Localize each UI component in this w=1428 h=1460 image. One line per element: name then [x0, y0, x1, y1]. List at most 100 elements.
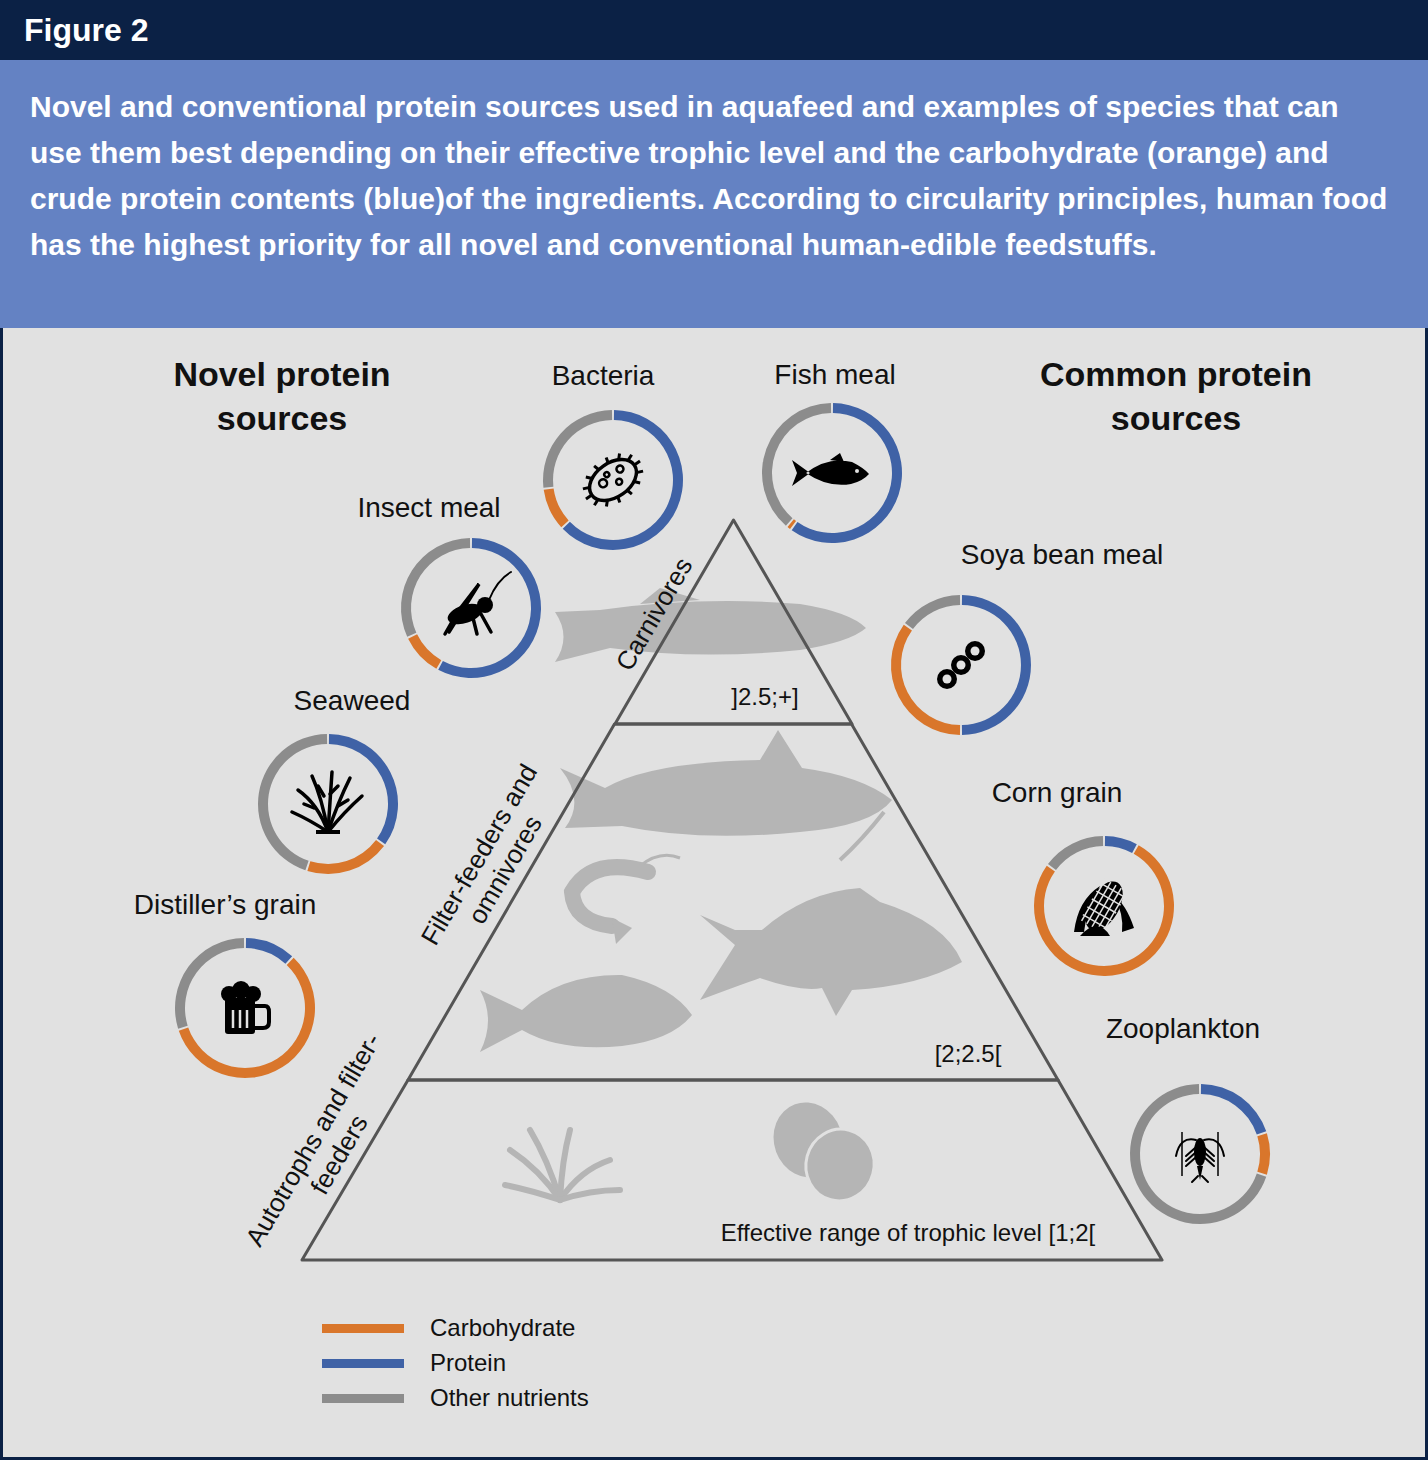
- drawing-part: [560, 1190, 620, 1200]
- donut-ring: [1034, 836, 1174, 976]
- drawing-part: [255, 1006, 269, 1028]
- drawing-part: [971, 647, 980, 656]
- trophic-tier: Filter-feeders and omnivores[2;2.5[: [408, 724, 1058, 1080]
- column-heading: Novel protein sources: [132, 352, 432, 440]
- nutrient-donut: Zooplankton: [1130, 1084, 1270, 1224]
- drawing-part: [603, 471, 610, 478]
- legend-swatch: [322, 1394, 404, 1403]
- nutrient-donut: Distiller’s grain: [175, 938, 315, 1078]
- tier-name: Autotrophs and filter-feeders: [235, 1020, 418, 1275]
- nutrient-donut: Soya bean meal: [891, 595, 1031, 735]
- drawing-part: [1192, 1176, 1198, 1182]
- ingredient-label: Bacteria: [552, 360, 655, 392]
- ingredient-label: Insect meal: [357, 492, 500, 524]
- fish-icon: [792, 453, 869, 486]
- donut-segment: [329, 734, 398, 844]
- nutrient-donut: Bacteria: [543, 410, 683, 550]
- donut-segment: [1130, 1084, 1266, 1224]
- tilapia: [480, 975, 692, 1052]
- drawing-part: [292, 812, 328, 832]
- drawing-part: [957, 661, 966, 670]
- donut-segment: [905, 595, 960, 629]
- drawing-part: [1182, 1132, 1218, 1176]
- donut-chart: [891, 595, 1031, 735]
- drawing-part: [1078, 875, 1131, 937]
- donut-segment: [408, 634, 441, 668]
- donut-chart: [543, 410, 683, 550]
- donut-ring: [1130, 1084, 1270, 1224]
- drawing-part: [338, 800, 348, 806]
- drawing-part: [246, 1010, 249, 1028]
- donut-chart: [258, 734, 398, 874]
- catfish-barbel: [840, 812, 884, 860]
- caption-band: Novel and conventional protein sources u…: [0, 60, 1428, 328]
- drawing-part: [1102, 891, 1126, 933]
- drawing-part: [445, 620, 453, 634]
- donut-segment: [175, 938, 244, 1029]
- drawing-part: [1197, 1166, 1203, 1180]
- ingredient-label: Corn grain: [992, 777, 1123, 809]
- corn-icon: [1074, 875, 1134, 937]
- drawing-part: [943, 675, 952, 684]
- ingredient-label: Fish meal: [774, 359, 895, 391]
- ingredient-label: Seaweed: [294, 685, 411, 717]
- carp: [700, 888, 962, 1016]
- shrimp-tail: [612, 918, 632, 944]
- drawing-part: [855, 469, 859, 473]
- drawing-part: [582, 451, 644, 509]
- donut-chart: [1034, 836, 1174, 976]
- donut-segment: [543, 410, 612, 488]
- drawing-part: [225, 998, 255, 1034]
- drawing-part: [1092, 885, 1116, 927]
- drawing-part: [232, 1010, 235, 1028]
- legend-row: Carbohydrate: [322, 1312, 722, 1344]
- donut-ring: [175, 938, 315, 1078]
- drawing-part: [598, 478, 609, 489]
- carnivore-fish: [555, 588, 866, 662]
- zoo-icon: [1176, 1132, 1224, 1182]
- donut-ring: [401, 538, 541, 678]
- donut-segment: [1048, 836, 1103, 870]
- tier-polygon: [302, 1080, 1162, 1260]
- donut-segment: [1105, 836, 1137, 853]
- nutrient-donut: Corn grain: [1034, 836, 1174, 976]
- drawing-part: [573, 443, 653, 518]
- trophic-tier: Autotrophs and filter-feedersEffective r…: [302, 1080, 1162, 1260]
- donut-segment: [792, 403, 902, 543]
- drawing-part: [481, 614, 491, 632]
- drawing-part: [477, 597, 493, 613]
- drawing-part: [328, 796, 362, 832]
- legend-text: Carbohydrate: [430, 1312, 575, 1344]
- drawing-part: [330, 786, 338, 794]
- donut-ring: [258, 734, 398, 874]
- legend-row: Protein: [322, 1347, 722, 1379]
- nutrient-donut: Seaweed: [258, 734, 398, 874]
- drawing-part: [445, 572, 511, 634]
- nutrient-donut: Fish meal: [762, 403, 902, 543]
- donut-segment: [258, 734, 327, 870]
- legend-swatch: [322, 1324, 404, 1333]
- drawing-part: [1186, 1158, 1195, 1166]
- seaweed-icon: [292, 772, 362, 834]
- seaweed-silhouette: [505, 1130, 620, 1200]
- drawing-part: [615, 478, 623, 486]
- beer-icon: [221, 981, 269, 1034]
- drawing-part: [1205, 1158, 1214, 1166]
- donut-ring: [543, 410, 683, 550]
- donut-segment: [544, 488, 569, 527]
- donut-segment: [1201, 1084, 1266, 1135]
- donut-chart: [762, 403, 902, 543]
- ingredient-label: Zooplankton: [1106, 1013, 1260, 1045]
- legend-text: Protein: [430, 1347, 506, 1379]
- drawing-part: [473, 618, 477, 634]
- drawing-part: [792, 453, 869, 486]
- drawing-part: [328, 778, 350, 832]
- insect-icon: [445, 572, 511, 634]
- drawing-part: [1097, 888, 1121, 930]
- donut-segment: [246, 938, 292, 964]
- trophic-tier: Carnivores]2.5;+]: [615, 520, 852, 724]
- legend-text: Other nutrients: [430, 1382, 589, 1414]
- drawing-part: [304, 804, 314, 808]
- drawing-part: [239, 1010, 242, 1028]
- shrimp-antenna: [640, 855, 680, 866]
